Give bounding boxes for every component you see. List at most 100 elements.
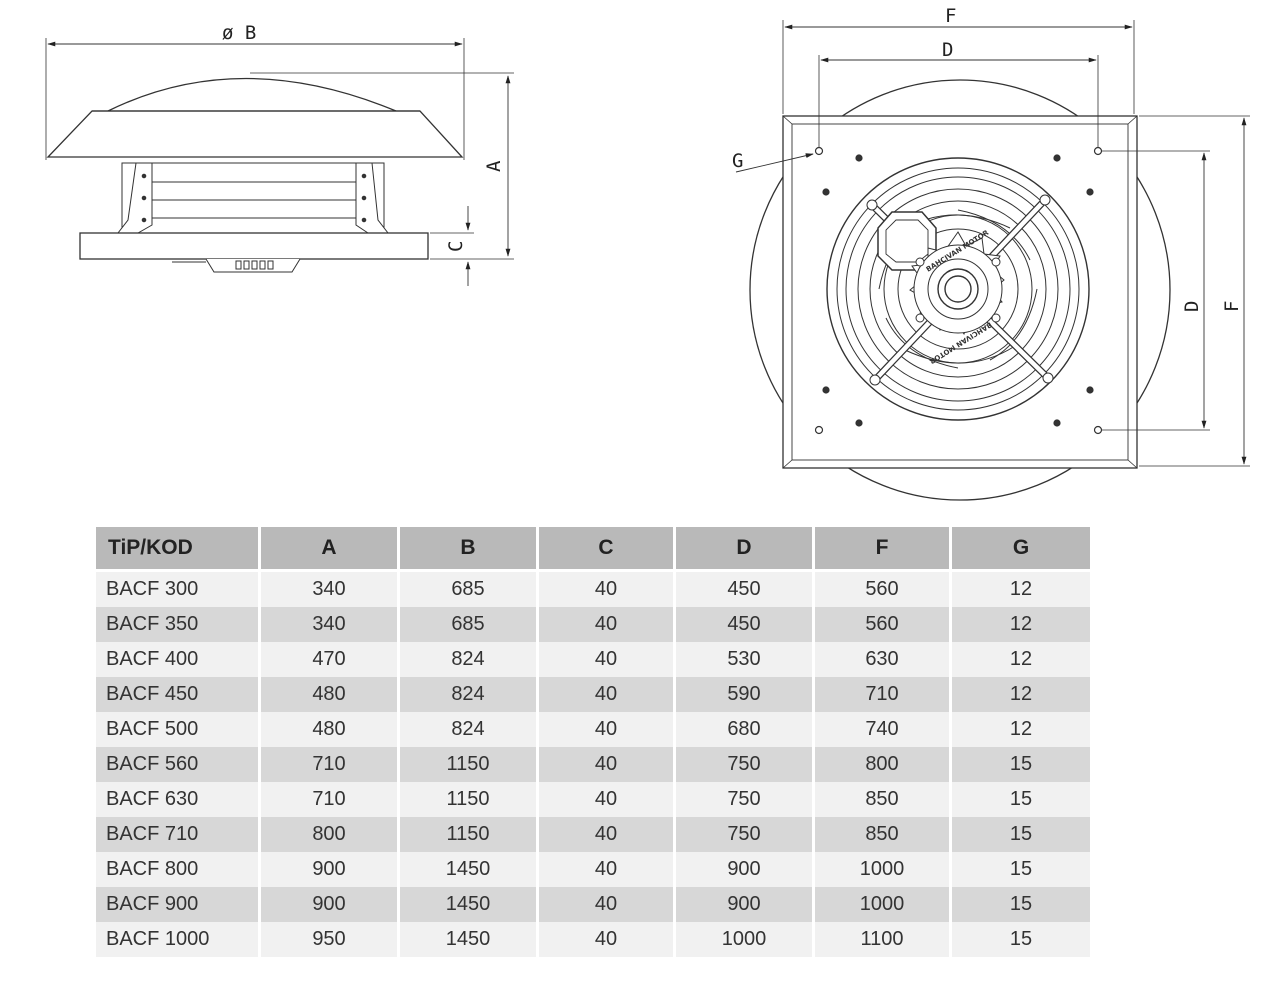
label-d-top: D: [942, 39, 953, 61]
cell-c: 40: [539, 782, 673, 817]
cell-c: 40: [539, 852, 673, 887]
label-d-right: D: [1181, 301, 1203, 312]
cell-d: 680: [676, 712, 812, 747]
cell-d: 590: [676, 677, 812, 712]
cell-f: 800: [815, 747, 949, 782]
label-f-top: F: [945, 5, 956, 27]
cell-g: 15: [952, 747, 1090, 782]
cell-b: 685: [400, 572, 536, 607]
cell-g: 12: [952, 677, 1090, 712]
label-a: A: [483, 160, 505, 172]
cell-b: 824: [400, 712, 536, 747]
cell-b: 685: [400, 607, 536, 642]
cell-b: 824: [400, 677, 536, 712]
cell-f: 1000: [815, 852, 949, 887]
cell-f: 740: [815, 712, 949, 747]
motor-fins: [172, 258, 301, 273]
cell-g: 15: [952, 887, 1090, 922]
cell-b: 1450: [400, 887, 536, 922]
cell-b: 824: [400, 642, 536, 677]
cell-model: BACF 710: [96, 817, 258, 852]
label-g: G: [732, 150, 743, 172]
cell-g: 12: [952, 642, 1090, 677]
cell-b: 1150: [400, 817, 536, 852]
cell-d: 750: [676, 782, 812, 817]
cell-model: BACF 630: [96, 782, 258, 817]
base-plate: [79, 232, 429, 260]
header-a: A: [261, 527, 397, 572]
cell-c: 40: [539, 572, 673, 607]
cell-g: 15: [952, 782, 1090, 817]
cell-f: 630: [815, 642, 949, 677]
cell-model: BACF 400: [96, 642, 258, 677]
cell-model: BACF 800: [96, 852, 258, 887]
cell-f: 560: [815, 572, 949, 607]
label-f-right: F: [1221, 301, 1243, 312]
cell-g: 12: [952, 712, 1090, 747]
cell-a: 900: [261, 887, 397, 922]
cell-f: 560: [815, 607, 949, 642]
cell-g: 12: [952, 607, 1090, 642]
header-f: F: [815, 527, 949, 572]
cell-c: 40: [539, 607, 673, 642]
cell-f: 1100: [815, 922, 949, 957]
cell-c: 40: [539, 747, 673, 782]
label-diameter-b: ø B: [222, 22, 256, 44]
header-b: B: [400, 527, 536, 572]
cell-model: BACF 500: [96, 712, 258, 747]
header-d: D: [676, 527, 812, 572]
cell-d: 450: [676, 607, 812, 642]
cell-d: 750: [676, 817, 812, 852]
top-view: [735, 20, 1250, 501]
cell-b: 1150: [400, 747, 536, 782]
header-g: G: [952, 527, 1090, 572]
cell-a: 480: [261, 677, 397, 712]
cell-d: 900: [676, 852, 812, 887]
cell-f: 710: [815, 677, 949, 712]
louvre: [116, 162, 390, 234]
cell-c: 40: [539, 642, 673, 677]
hood: [46, 110, 464, 158]
label-c: C: [445, 241, 467, 252]
cell-g: 15: [952, 817, 1090, 852]
cell-f: 850: [815, 817, 949, 852]
cell-d: 450: [676, 572, 812, 607]
cell-a: 480: [261, 712, 397, 747]
cell-c: 40: [539, 887, 673, 922]
cell-d: 530: [676, 642, 812, 677]
cell-f: 850: [815, 782, 949, 817]
cell-d: 1000: [676, 922, 812, 957]
cell-model: BACF 900: [96, 887, 258, 922]
cell-model: BACF 1000: [96, 922, 258, 957]
cell-a: 710: [261, 747, 397, 782]
cell-g: 15: [952, 852, 1090, 887]
header-tip-kod: TiP/KOD: [96, 527, 258, 572]
cell-b: 1150: [400, 782, 536, 817]
header-c: C: [539, 527, 673, 572]
cell-a: 710: [261, 782, 397, 817]
side-view: [45, 38, 514, 286]
cell-a: 340: [261, 607, 397, 642]
cell-f: 1000: [815, 887, 949, 922]
cell-model: BACF 300: [96, 572, 258, 607]
cell-c: 40: [539, 677, 673, 712]
cell-a: 900: [261, 852, 397, 887]
cell-a: 950: [261, 922, 397, 957]
cell-c: 40: [539, 922, 673, 957]
cell-b: 1450: [400, 852, 536, 887]
technical-drawing: ø B A C: [45, 5, 1250, 501]
cell-a: 340: [261, 572, 397, 607]
cell-model: BACF 560: [96, 747, 258, 782]
motor: [909, 231, 1005, 336]
mounting-holes: [814, 146, 1103, 435]
